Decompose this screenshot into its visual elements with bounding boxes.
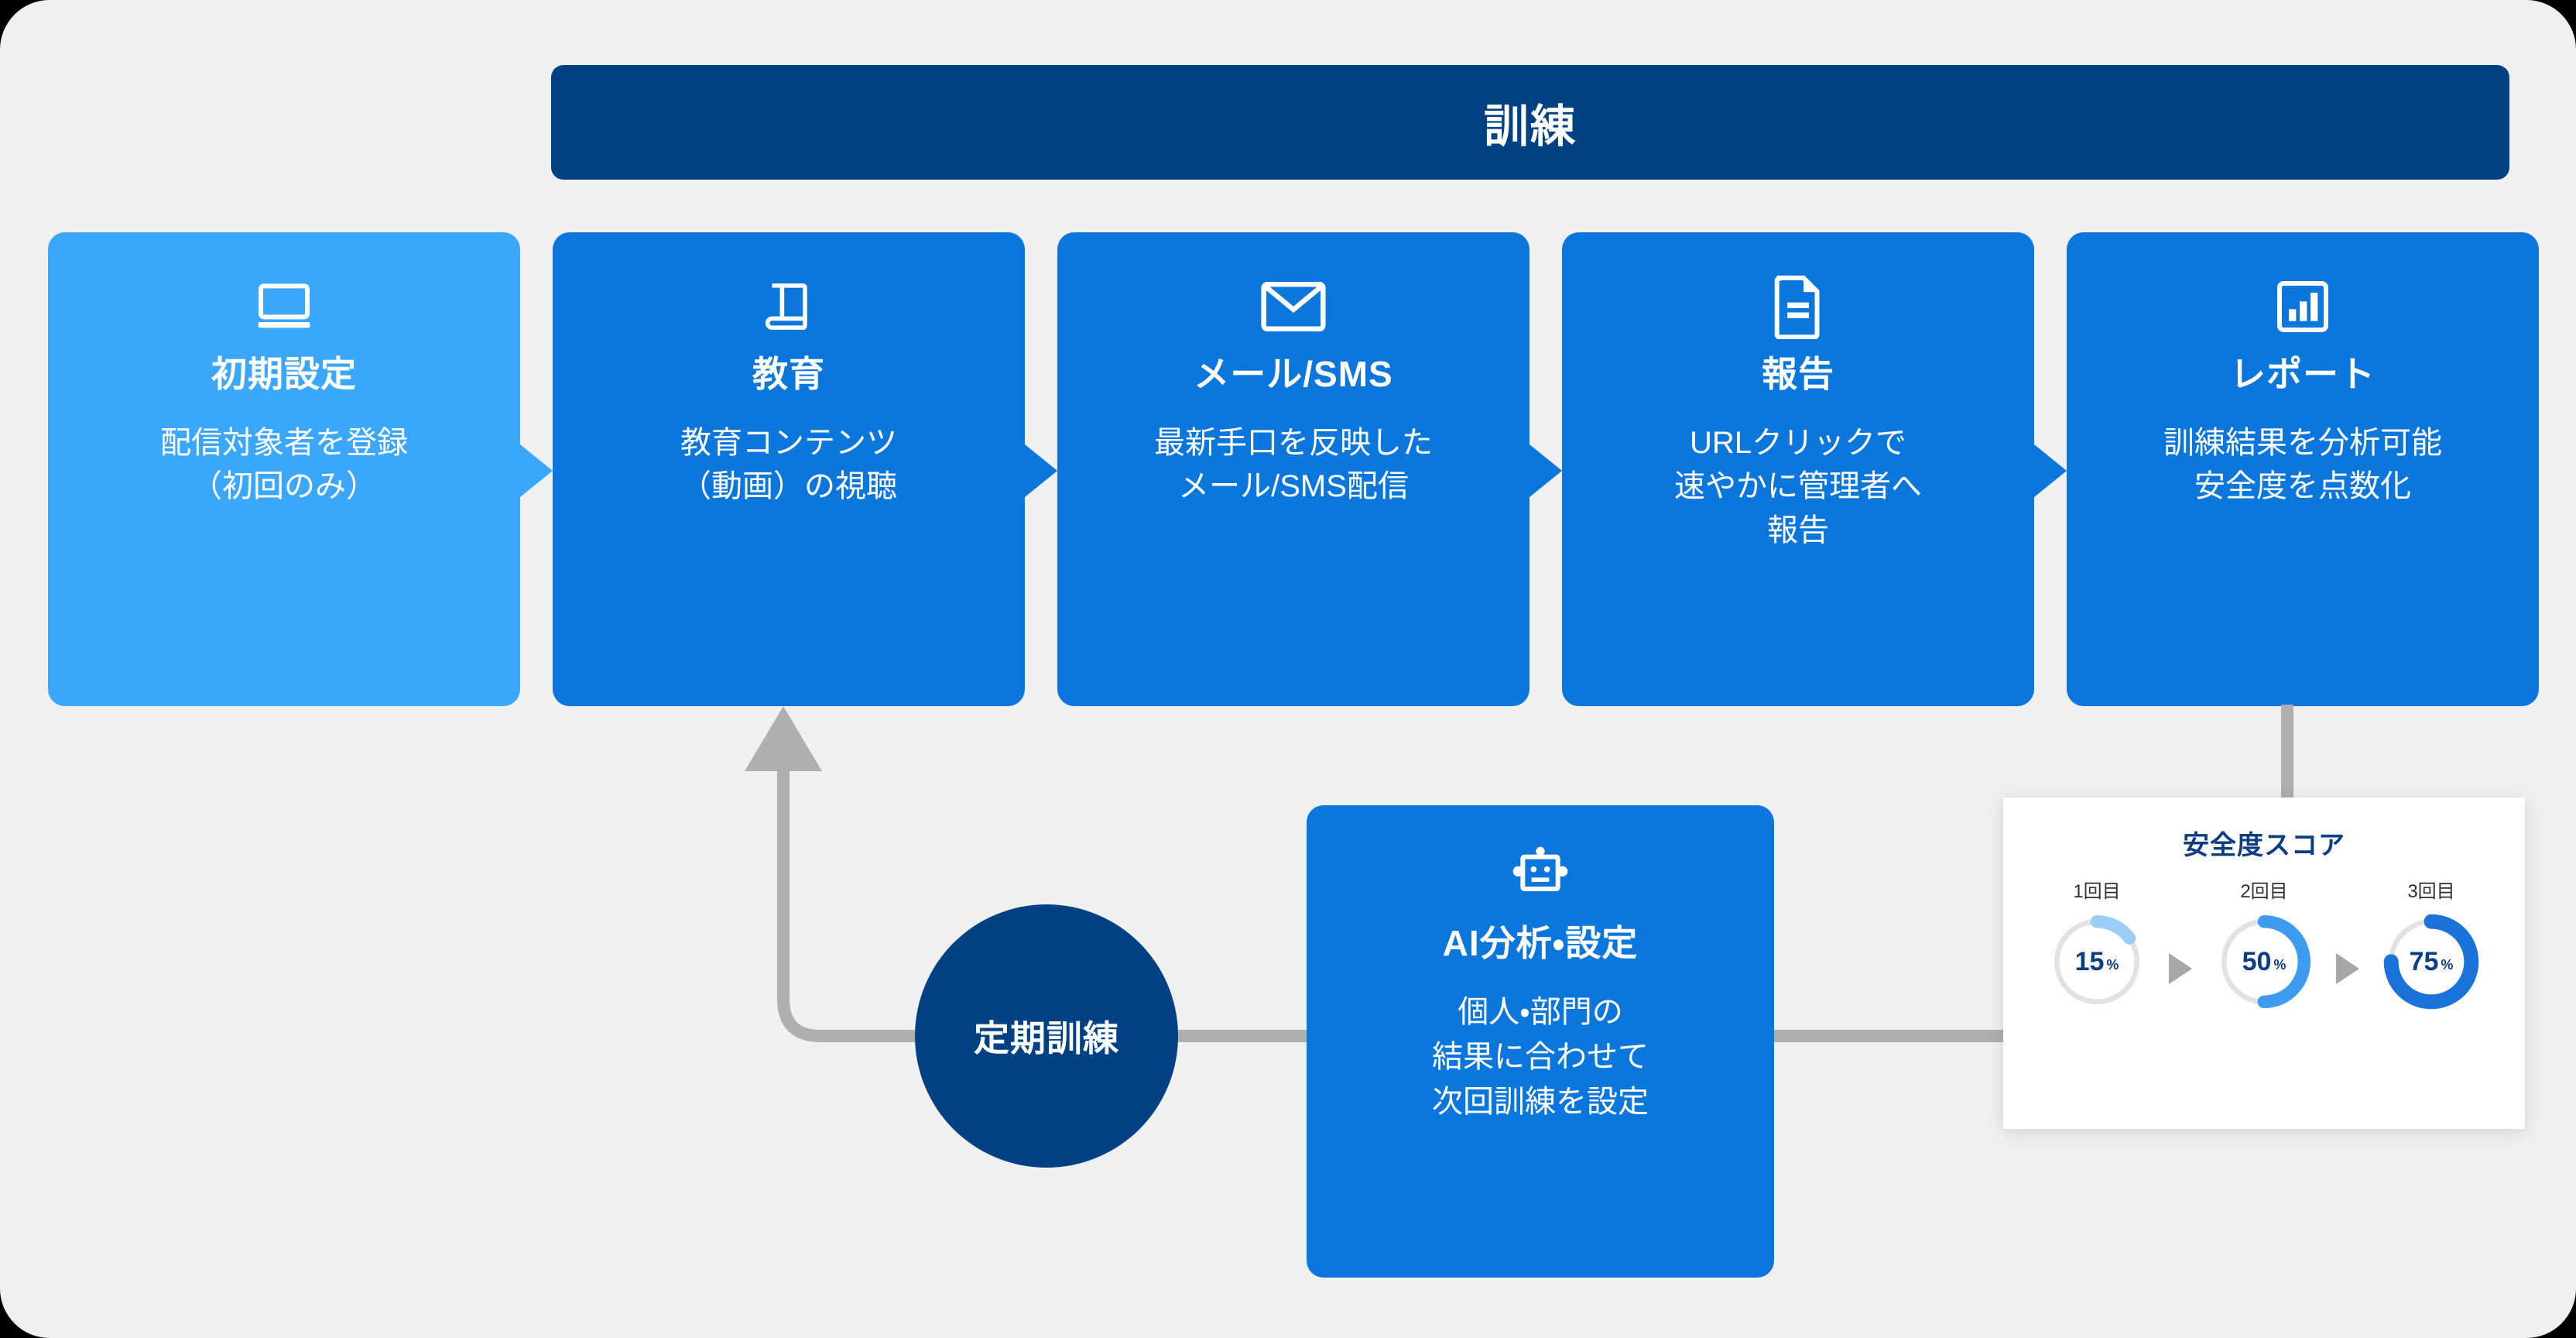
- robot-icon: [1508, 836, 1573, 911]
- step-title: 初期設定: [211, 354, 357, 394]
- step-description: 配信対象者を登録 （初回のみ）: [160, 425, 408, 504]
- score-gauge-3: 3回目 75 %: [2365, 876, 2498, 1011]
- step-title: メール/SMS: [1194, 354, 1393, 394]
- donut-gauge: 50 %: [2215, 912, 2314, 1011]
- score-value: 75 %: [2382, 912, 2481, 1011]
- score-value: 15 %: [2047, 912, 2146, 1011]
- round-label: 3回目: [2407, 881, 2455, 902]
- step-description: 教育コンテンツ （動画）の視聴: [680, 425, 897, 504]
- periodic-training-label: 定期訓練: [974, 1018, 1119, 1058]
- step-card-initial-setup[interactable]: 初期設定 配信対象者を登録 （初回のみ）: [48, 232, 520, 706]
- donut-gauge: 15 %: [2047, 912, 2146, 1011]
- score-value: 50 %: [2215, 912, 2314, 1011]
- step-description: URLクリックで 速やかに管理者へ 報告: [1674, 425, 1922, 548]
- round-label: 1回目: [2073, 881, 2121, 902]
- chevron-right-icon-4: [2034, 444, 2067, 497]
- step-card-mail-sms[interactable]: メール/SMS 最新手口を反映した メール/SMS配信: [1057, 232, 1530, 706]
- ai-card-title: AI分析・設定: [1442, 923, 1639, 963]
- header-banner: 訓練: [551, 65, 2509, 180]
- ai-analysis-card[interactable]: AI分析・設定 個人・部門の 結果に合わせて 次回訓練を設定: [1307, 805, 1774, 1278]
- step-title: 報告: [1762, 354, 1834, 394]
- step-description: 最新手口を反映した メール/SMS配信: [1154, 425, 1433, 504]
- step-card-report-submit[interactable]: 報告 URLクリックで 速やかに管理者へ 報告: [1562, 232, 2034, 706]
- step-title: レポート: [2230, 354, 2376, 394]
- ai-card-description: 個人・部門の 結果に合わせて 次回訓練を設定: [1432, 995, 1649, 1119]
- step-title: 教育: [752, 354, 825, 394]
- chevron-right-icon-1: [520, 444, 553, 497]
- safety-score-title: 安全度スコア: [2183, 831, 2345, 860]
- score-number: 50: [2242, 946, 2272, 976]
- chevron-right-icon-3: [1530, 444, 1562, 497]
- percent-sign: %: [2273, 957, 2287, 973]
- triangle-right-icon-b: [2331, 876, 2365, 984]
- percent-sign: %: [2441, 957, 2454, 973]
- safety-score-panel: 安全度スコア 1回目 15 %: [2003, 798, 2525, 1129]
- bar-chart-icon: [2272, 266, 2334, 347]
- periodic-training-node[interactable]: 定期訓練: [915, 904, 1178, 1168]
- score-gauge-1: 1回目 15 %: [2030, 876, 2163, 1011]
- step-card-education[interactable]: 教育 教育コンテンツ （動画）の視聴: [553, 232, 1025, 706]
- donut-gauge: 75 %: [2382, 912, 2481, 1011]
- document-icon: [1770, 266, 1826, 347]
- chevron-right-icon-2: [1025, 444, 1057, 497]
- step-description: 訓練結果を分析可能 安全度を点数化: [2163, 425, 2442, 504]
- envelope-icon: [1258, 266, 1329, 347]
- page-title: 訓練: [1483, 101, 1577, 152]
- book-icon: [760, 266, 817, 347]
- score-gauge-row: 1回目 15 % 2回目: [2003, 876, 2525, 1011]
- score-gauge-2: 2回目 50 %: [2197, 876, 2331, 1011]
- percent-sign: %: [2106, 957, 2119, 973]
- laptop-icon: [250, 266, 318, 347]
- triangle-right-icon-a: [2163, 876, 2197, 984]
- score-number: 15: [2074, 946, 2105, 976]
- round-label: 2回目: [2240, 881, 2288, 902]
- score-number: 75: [2409, 946, 2439, 976]
- step-card-report-analytics[interactable]: レポート 訓練結果を分析可能 安全度を点数化: [2067, 232, 2539, 706]
